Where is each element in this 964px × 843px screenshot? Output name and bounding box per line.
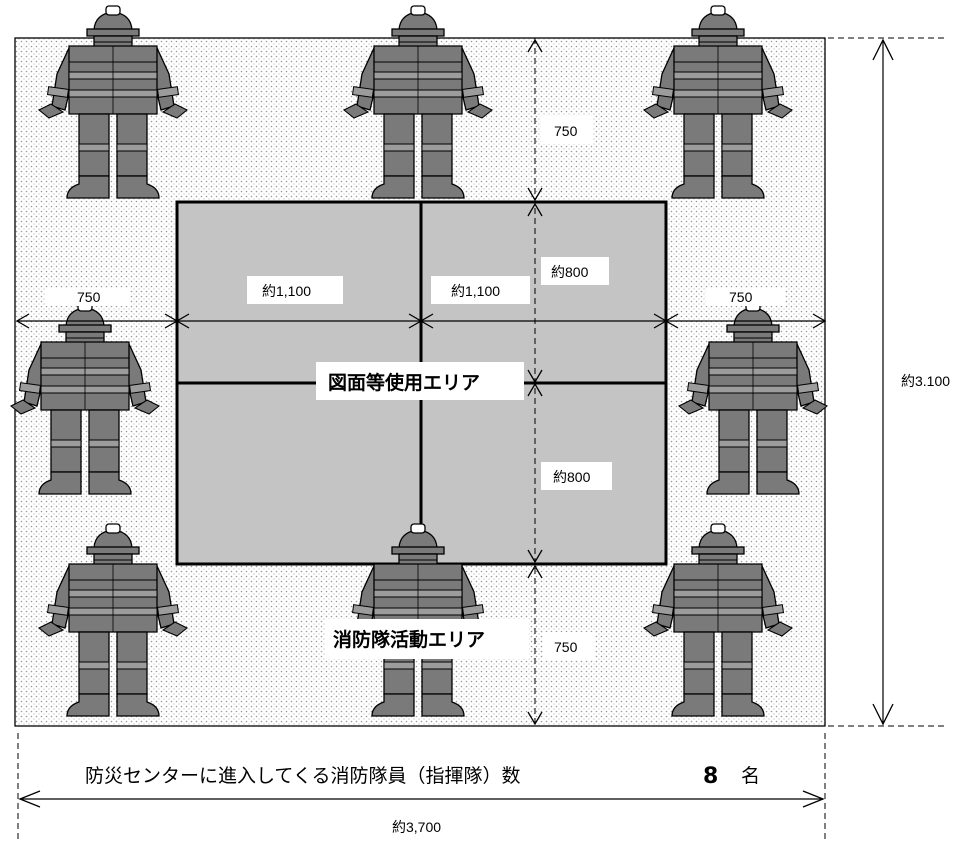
table-depth-bottom-label: 約800 <box>553 469 591 485</box>
bottom-margin-label: 750 <box>554 639 578 655</box>
left-margin-label: 750 <box>77 289 101 305</box>
drawing-area-label: 図面等使用エリア <box>328 371 480 394</box>
caption-text: 防災センターに進入してくる消防隊員（指揮隊）数 <box>85 765 520 787</box>
table-width-right-label: 約1,100 <box>451 283 500 299</box>
total-width-label: 約3,700 <box>392 819 441 835</box>
total-height-label: 約3.100 <box>901 373 950 389</box>
count-unit: 名 <box>741 765 760 787</box>
table-width-left-label: 約1,100 <box>262 283 311 299</box>
activity-area-label: 消防隊活動エリア <box>333 628 485 651</box>
top-margin-label: 750 <box>554 123 578 139</box>
table-depth-top-label: 約800 <box>551 264 589 280</box>
right-margin-label: 750 <box>729 289 753 305</box>
firefighter-count: 8 <box>703 764 718 789</box>
